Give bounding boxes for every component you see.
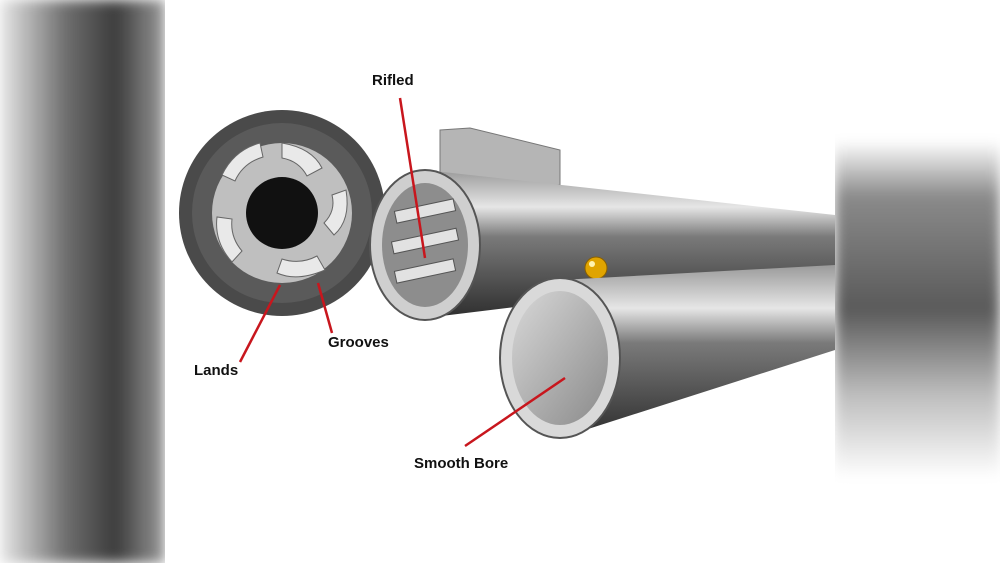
- pointer-smooth-bore: [464, 376, 566, 448]
- lands-ridges: [216, 142, 348, 278]
- pointer-grooves: [316, 282, 334, 334]
- bore-hole: [246, 177, 318, 249]
- label-rifled: Rifled: [372, 72, 414, 89]
- ball-icon: [584, 256, 608, 280]
- smooth-bore-barrel: [499, 265, 835, 439]
- label-smooth-bore: Smooth Bore: [414, 455, 509, 472]
- rifled-barrel: [369, 127, 835, 321]
- pointer-rifled: [398, 97, 427, 259]
- ball-highlight: [589, 261, 595, 267]
- end-view-cross-section: [179, 110, 385, 316]
- label-lands: Lands: [194, 362, 239, 379]
- pointer-lands: [238, 284, 282, 363]
- label-grooves: Grooves: [328, 334, 389, 351]
- blurred-background-left: [0, 0, 165, 563]
- blurred-background-right: [835, 0, 1000, 563]
- pointer-lines: [238, 97, 566, 448]
